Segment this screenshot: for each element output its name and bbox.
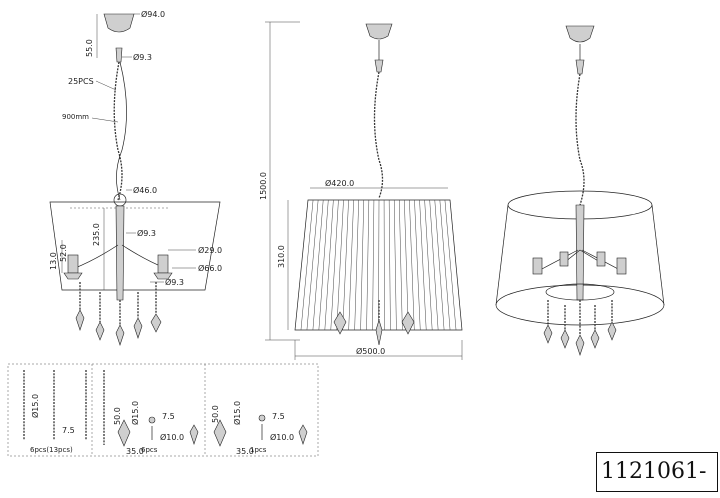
drop-height-label: 50.0: [113, 407, 122, 425]
pleat-line: [373, 200, 374, 330]
right-candle: [158, 255, 168, 273]
crystal-panel-1: Ø15.0 7.5 6pcs(13pcs): [24, 370, 86, 454]
link-size-label: 7.5: [62, 426, 75, 435]
crystal-drop: [96, 322, 104, 340]
cup-diameter-label: Ø66.0: [198, 263, 222, 273]
ring-diameter-label: Ø46.0: [133, 185, 157, 195]
perspective-candle: [597, 252, 605, 266]
left-arm: [75, 245, 118, 268]
left-cup: [64, 273, 82, 279]
perspective-candle: [533, 258, 542, 274]
pleat-line: [389, 200, 390, 330]
lower-arm-diameter-label: Ø9.3: [165, 277, 184, 287]
canopy-height-label: 55.0: [85, 39, 94, 57]
crystal-drop: [151, 314, 161, 332]
pin-size-label: 7.5: [162, 412, 175, 421]
quantity-label: 1pcs: [250, 446, 267, 454]
pleat-line: [301, 200, 313, 330]
pleat-line: [399, 200, 402, 330]
pleat-line: [307, 200, 318, 330]
pin-size-label: 7.5: [272, 412, 285, 421]
product-code: 1121061-: [596, 452, 718, 492]
front-view: Ø94.0 55.0 Ø9.3 25PCS 900mm Ø46.0 235.0 …: [49, 9, 222, 345]
side-canopy: [366, 24, 392, 39]
frame-height-label: 235.0: [92, 223, 101, 246]
pleat-line: [349, 200, 354, 330]
pleat-line: [404, 200, 408, 330]
bead-diameter-label: Ø15.0: [30, 394, 40, 418]
side-crystal-drop: [402, 312, 414, 334]
wire-length-label: 900mm: [62, 113, 89, 121]
hook-shape: [116, 48, 122, 62]
crystal-panel-2: Ø15.0 50.0 35.0 7.5 Ø10.0 6pcs: [104, 370, 198, 456]
quantity-label: 6pcs: [141, 446, 158, 454]
pleat-line: [394, 200, 396, 330]
pleat-line: [415, 200, 421, 330]
canopy-shape: [104, 14, 134, 32]
drop-height-label: 50.0: [211, 405, 220, 423]
side-crystal-drop: [376, 320, 382, 345]
total-height-label: 1500.0: [259, 172, 268, 200]
crystal-panel-3: Ø15.0 50.0 35.0 7.5 Ø10.0 1pcs: [211, 401, 307, 456]
arm-diameter-label: Ø9.3: [137, 228, 156, 238]
power-wire: [116, 62, 126, 200]
shade-top-diameter-label: Ø420.0: [325, 178, 354, 188]
crystal-drop: [76, 310, 84, 330]
pleat-line: [355, 200, 359, 330]
side-view: 1500.0 Ø420.0 310.0 Ø500.0: [259, 22, 462, 360]
pleat-line: [361, 200, 364, 330]
pleat-line: [313, 200, 323, 330]
chain-links-label: 25PCS: [68, 77, 94, 86]
perspective-candle: [617, 258, 626, 274]
pleat-line: [343, 200, 349, 330]
pendant-diameter-label: Ø10.0: [160, 432, 184, 442]
candle-height-label: 52.0: [59, 244, 68, 262]
pleat-line: [435, 200, 444, 330]
hook-diameter-label: Ø9.3: [133, 52, 152, 62]
left-candle: [68, 255, 78, 273]
central-stem: [116, 206, 124, 300]
cup-height-label: 13.0: [49, 252, 58, 270]
pleat-line: [319, 200, 328, 330]
perspective-canopy: [566, 26, 594, 42]
quantity-label: 6pcs(13pcs): [30, 446, 73, 454]
side-hook: [375, 60, 383, 72]
bead-diameter-label: Ø15.0: [130, 401, 140, 425]
side-chain: [375, 72, 383, 198]
perspective-view: [496, 26, 664, 355]
perspective-chain: [576, 74, 584, 205]
canopy-diameter-label: Ø94.0: [141, 9, 165, 19]
candle-diameter-label: Ø29.0: [198, 245, 222, 255]
pleat-line: [409, 200, 414, 330]
pleat-line: [440, 200, 450, 330]
shade-bottom-diameter-label: Ø500.0: [356, 346, 385, 356]
crystal-details: Ø15.0 7.5 6pcs(13pcs) Ø15.0 50.0 35.0 7.…: [8, 364, 318, 456]
bead-diameter-label: Ø15.0: [232, 401, 242, 425]
pendant-diameter-label: Ø10.0: [270, 432, 294, 442]
shade-height-label: 310.0: [277, 245, 286, 268]
chain: [114, 62, 122, 200]
side-crystal-drop: [334, 312, 346, 334]
perspective-candle: [560, 252, 568, 266]
pleat-line: [367, 200, 369, 330]
crystal-drop: [116, 325, 124, 345]
pleat-line: [337, 200, 344, 330]
pleat-line: [445, 200, 456, 330]
crystal-drop: [134, 318, 142, 338]
pleat-line: [420, 200, 427, 330]
